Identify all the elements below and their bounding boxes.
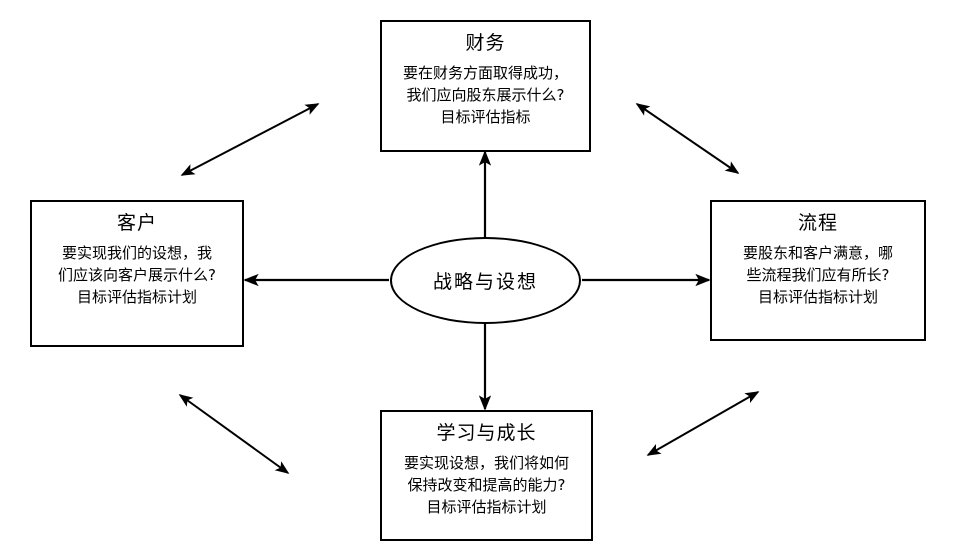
- node-finance-line-2: 我们应向股东展示什么?: [406, 86, 565, 104]
- node-learning-growth-line-3: 目标评估指标计划: [426, 498, 547, 516]
- node-process-line-1: 要股东和客户满意，哪: [742, 244, 893, 262]
- node-process[interactable]: 流程 要股东和客户满意，哪 些流程我们应有所长? 目标评估指标计划: [710, 200, 926, 341]
- connector-learning-process: [646, 391, 760, 456]
- node-finance-line-1: 要在财务方面取得成功，: [402, 64, 568, 82]
- node-process-body: 要股东和客户满意，哪 些流程我们应有所长? 目标评估指标计划: [712, 242, 924, 308]
- node-customer-line-1: 要实现我们的设想，我: [61, 244, 212, 262]
- node-customer-body: 要实现我们的设想，我 们应该向客户展示什么? 目标评估指标计划: [32, 242, 242, 308]
- connector-customer-finance: [180, 103, 320, 176]
- node-learning-growth-body: 要实现设想，我们将如何 保持改变和提高的能力? 目标评估指标计划: [382, 452, 591, 518]
- node-customer-title: 客户: [116, 212, 157, 234]
- node-customer-line-2: 们应该向客户展示什么?: [58, 266, 216, 284]
- node-strategy-vision[interactable]: 战略与设想: [390, 237, 581, 324]
- node-strategy-vision-label: 战略与设想: [432, 271, 538, 293]
- node-customer-line-3: 目标评估指标计划: [76, 288, 197, 306]
- node-learning-growth-line-2: 保持改变和提高的能力?: [407, 476, 566, 494]
- node-finance-line-3: 目标评估指标: [440, 108, 531, 126]
- node-customer[interactable]: 客户 要实现我们的设想，我 们应该向客户展示什么? 目标评估指标计划: [30, 200, 244, 347]
- connector-finance-process: [635, 103, 740, 174]
- node-learning-growth-line-1: 要实现设想，我们将如何: [403, 454, 569, 472]
- node-finance[interactable]: 财务 要在财务方面取得成功， 我们应向股东展示什么? 目标评估指标: [380, 20, 591, 152]
- node-process-line-2: 些流程我们应有所长?: [746, 266, 890, 284]
- node-process-title: 流程: [797, 212, 838, 234]
- connector-customer-learning: [178, 394, 290, 474]
- node-process-line-3: 目标评估指标计划: [757, 288, 878, 306]
- node-learning-growth-title: 学习与成长: [436, 422, 537, 444]
- node-finance-body: 要在财务方面取得成功， 我们应向股东展示什么? 目标评估指标: [382, 62, 589, 128]
- node-learning-growth[interactable]: 学习与成长 要实现设想，我们将如何 保持改变和提高的能力? 目标评估指标计划: [380, 410, 593, 541]
- node-finance-title: 财务: [465, 32, 506, 54]
